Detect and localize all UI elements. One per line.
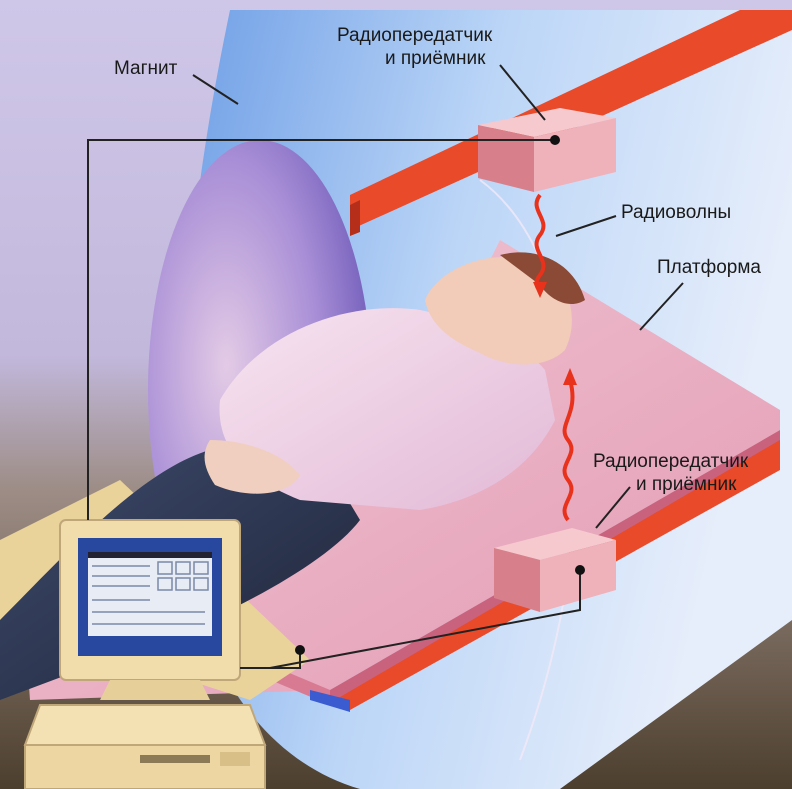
label-magnet: Магнит <box>114 58 178 79</box>
label-rf-top-line2: и приёмник <box>385 48 486 69</box>
label-rf-bottom-line2: и приёмник <box>636 474 737 495</box>
label-rf-bottom-line1: Радиопередатчик <box>593 451 749 472</box>
monitor-stand <box>100 680 210 700</box>
computer <box>25 520 265 789</box>
label-rf-top-line1: Радиопередатчик <box>337 25 493 46</box>
system-unit <box>25 705 265 745</box>
label-platform: Платформа <box>657 257 761 278</box>
disk-drive <box>140 755 210 763</box>
label-radio-waves: Радиоволны <box>621 202 731 223</box>
